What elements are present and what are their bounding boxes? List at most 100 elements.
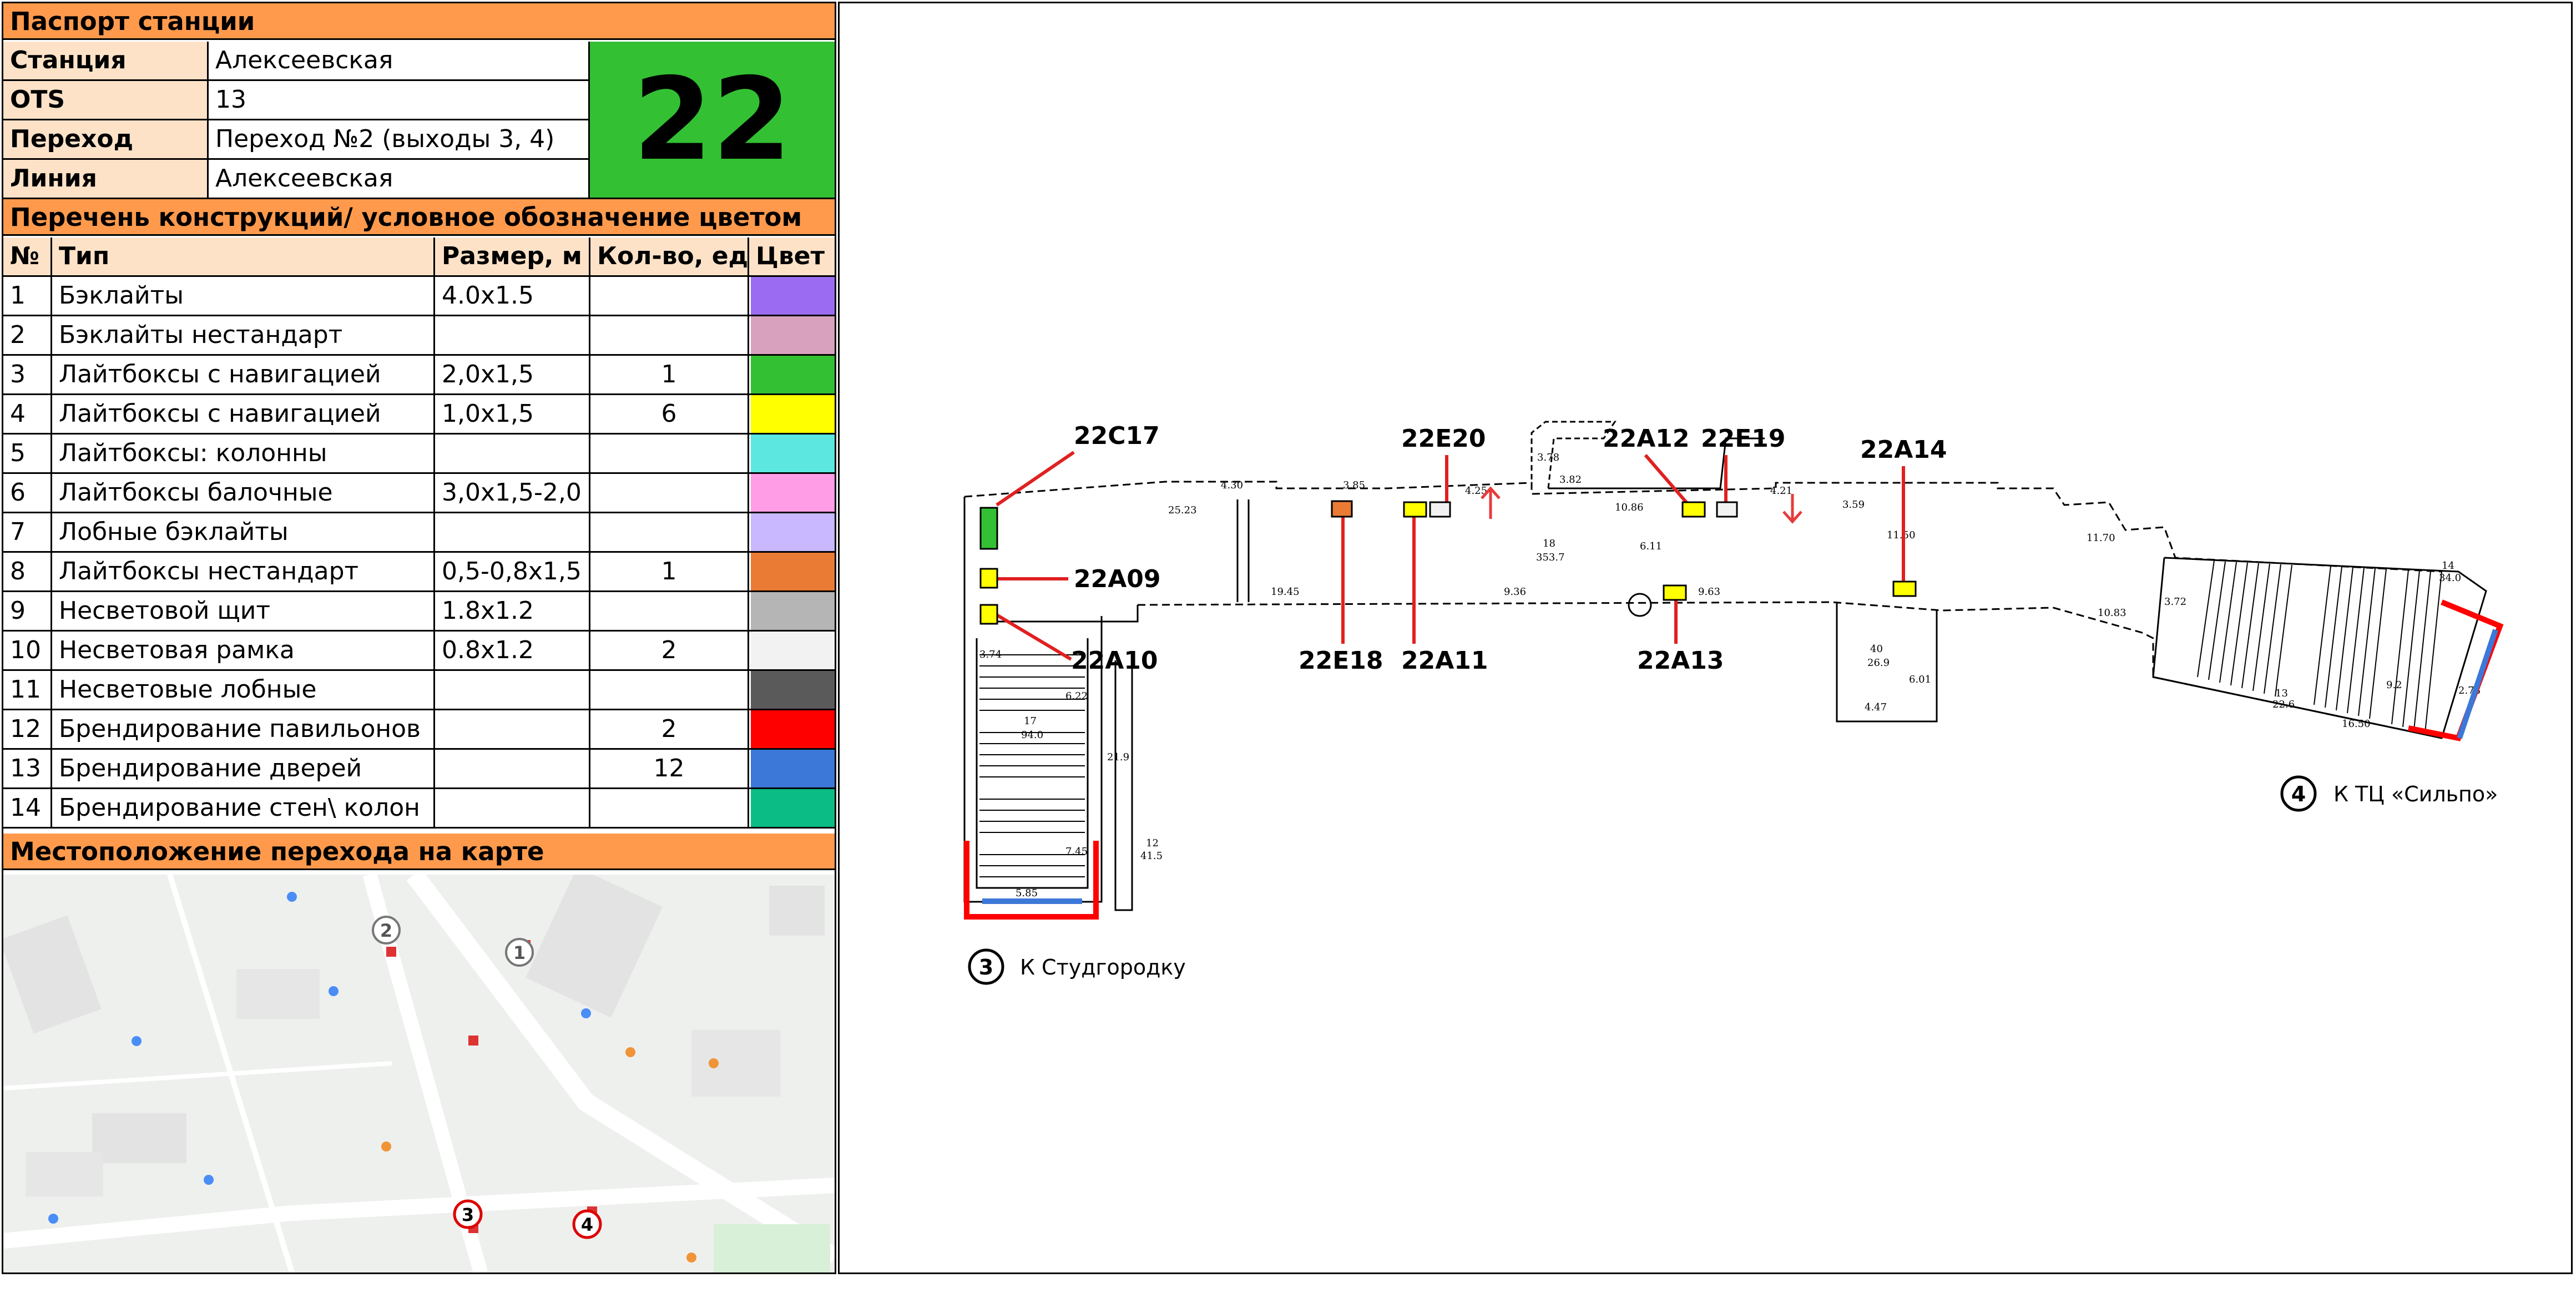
map-marker-3-label: 3 <box>462 1204 474 1225</box>
transition-plan-drawing: 25.23 19.45 9.36 9.63 10.86 3.82 3.78 4.… <box>963 421 2504 985</box>
row-type: Лайтбоксы нестандарт <box>52 553 435 590</box>
row-size <box>435 316 590 354</box>
dim-label: 7.45 <box>1065 846 1088 857</box>
passport-panel: Паспорт станции Станция Алексеевская OTS… <box>2 2 836 1274</box>
passport-title: Паспорт станции <box>3 3 835 40</box>
row-type: Бэклайты нестандарт <box>52 316 435 354</box>
row-size: 4.0x1.5 <box>435 277 590 315</box>
lightbox-22A12 <box>1681 501 1706 518</box>
row-number: 2 <box>3 316 52 354</box>
line-label: Линия <box>3 160 209 198</box>
stair-hatching <box>979 560 2442 877</box>
map-marker-1: 1 <box>505 938 534 967</box>
label-22A09: 22A09 <box>1074 565 1161 593</box>
dim-label: 14 <box>2442 560 2454 572</box>
dim-label: 4.21 <box>1770 485 1792 497</box>
col-header-number: № <box>3 238 52 275</box>
station-label: Станция <box>3 42 209 79</box>
row-qty: 1 <box>590 356 749 393</box>
row-type: Лобные бэклайты <box>52 513 435 551</box>
transition-label: Переход <box>3 120 209 158</box>
dim-label: 11.70 <box>2087 532 2115 544</box>
dim-label: 3.74 <box>979 649 1002 660</box>
row-size <box>435 789 590 827</box>
color-swatch <box>751 592 835 630</box>
row-type: Несветовой щит <box>52 592 435 630</box>
row-number: 6 <box>3 474 52 512</box>
label-22A10: 22A10 <box>1071 647 1158 675</box>
dim-label: 10.83 <box>2098 607 2127 619</box>
label-22C17: 22C17 <box>1074 422 1160 450</box>
row-qty <box>590 789 749 827</box>
color-swatch <box>751 632 835 669</box>
row-number: 10 <box>3 632 52 669</box>
lightbox-22A14 <box>1892 580 1917 597</box>
dim-label: 94.0 <box>1021 729 1043 741</box>
dim-label: 10.86 <box>1615 502 1644 513</box>
dim-label: 3.78 <box>1537 452 1559 463</box>
dim-label: 5.85 <box>1016 887 1038 899</box>
dim-label: 40 <box>1870 643 1883 655</box>
color-swatch <box>751 789 835 827</box>
row-number: 4 <box>3 395 52 433</box>
col-header-type: Тип <box>52 238 435 275</box>
dim-label: 26.9 <box>1867 657 1890 669</box>
row-number: 3 <box>3 356 52 393</box>
dim-label: 4.25 <box>1465 485 1487 497</box>
row-size: 3,0x1,5-2,0 <box>435 474 590 512</box>
row-size <box>435 710 590 748</box>
passenger-flow-arrows <box>1481 486 1802 524</box>
row-qty: 2 <box>590 632 749 669</box>
row-type: Несветовая рамка <box>52 632 435 669</box>
row-type: Несветовые лобные <box>52 671 435 709</box>
dim-label: 4.47 <box>1865 701 1887 713</box>
dim-label: 3.82 <box>1559 474 1582 486</box>
dim-label: 22.6 <box>2272 699 2295 710</box>
color-swatch <box>751 277 835 315</box>
row-number: 8 <box>3 553 52 590</box>
color-swatch <box>751 356 835 393</box>
col-header-qty: Кол-во, ед. <box>590 238 749 275</box>
row-qty <box>590 316 749 354</box>
dim-label: 41.5 <box>1140 850 1163 862</box>
dim-label: 21.9 <box>1107 751 1129 763</box>
row-number: 1 <box>3 277 52 315</box>
label-22A11: 22A11 <box>1401 647 1488 675</box>
map-section-title: Местоположение перехода на карте <box>3 834 835 870</box>
constructions-header-row: № Тип Размер, м Кол-во, ед. Цвет <box>3 238 835 277</box>
dim-label: 9.36 <box>1504 586 1526 598</box>
construction-labels: 22C17 22A09 22A10 22E20 22E18 22A11 22A1… <box>1071 422 1947 675</box>
row-type: Брендирование павильонов <box>52 710 435 748</box>
ots-label: OTS <box>3 81 209 119</box>
constructions-title: Перечень конструкций/ условное обозначен… <box>3 199 835 236</box>
map-marker-2: 2 <box>372 916 401 945</box>
plan-walls <box>963 421 2487 911</box>
lightbox-22A09 <box>979 568 998 589</box>
door-branding <box>982 629 2498 904</box>
row-qty: 6 <box>590 395 749 433</box>
row-number: 13 <box>3 750 52 787</box>
row-type: Лайтбоксы с навигацией <box>52 395 435 433</box>
row-type: Лайтбоксы: колонны <box>52 435 435 472</box>
transition-value: Переход №2 (выходы 3, 4) <box>215 125 555 153</box>
color-swatch <box>751 671 835 709</box>
color-swatch <box>751 710 835 748</box>
map-marker-3: 3 <box>453 1199 483 1229</box>
info-row-ots: OTS 13 <box>3 81 588 120</box>
dim-label: 6.01 <box>1909 674 1931 685</box>
row-type: Лайтбоксы балочные <box>52 474 435 512</box>
dim-label: 9.63 <box>1698 586 1720 598</box>
label-22A13: 22A13 <box>1637 647 1724 675</box>
dim-label: 4.30 <box>1221 479 1243 491</box>
line-value: Алексеевская <box>215 164 393 193</box>
exit-4: 4 К ТЦ «Сильпо» <box>2280 775 2498 812</box>
